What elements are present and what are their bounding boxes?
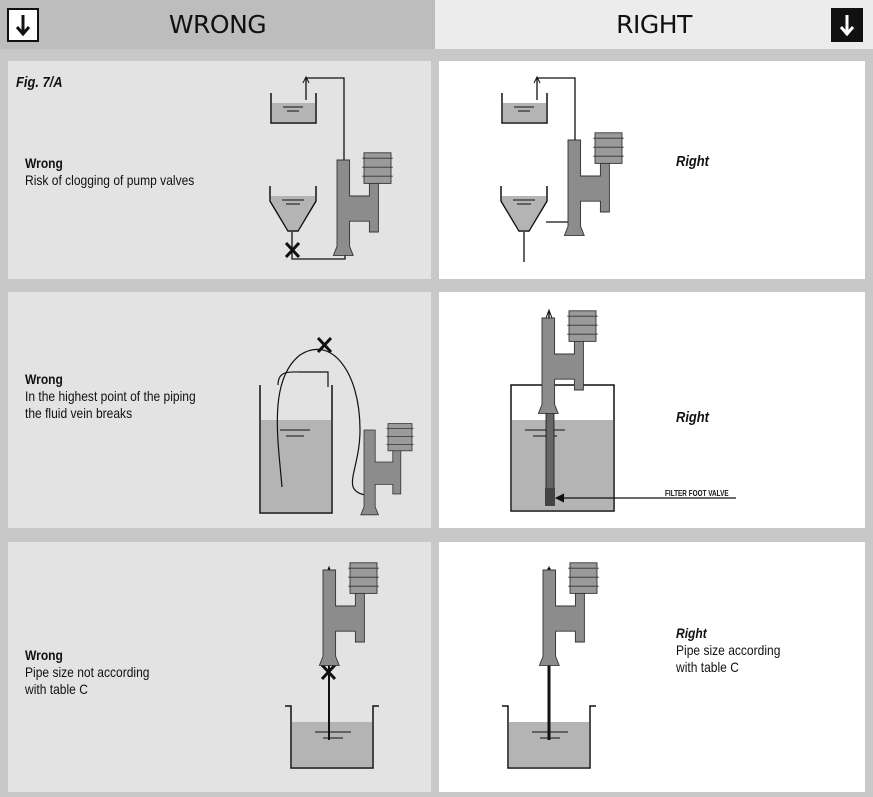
right-caption-3: Right Pipe size according with table C [676,625,780,676]
wrong-column-header: WRONG [0,0,435,49]
wrong-caption-2: Wrong In the highest point of the piping… [25,371,196,422]
caption-heading: Wrong [25,371,63,387]
wrong-diagram-2 [259,336,415,516]
wrong-diagram-3 [285,562,380,769]
wrong-panel-2 [8,292,431,528]
wrong-diagram-1 [269,75,394,260]
caption-heading: Wrong [25,155,63,171]
right-caption-2: Right [676,409,709,426]
caption-heading: Wrong [25,647,63,663]
right-panel-1 [439,61,865,279]
figure-label: Fig. 7/A [16,74,63,91]
right-diagram-3 [502,562,600,769]
caption-line: Pipe size according [676,642,781,658]
wrong-panel-1 [8,61,431,279]
right-diagram-2 [510,308,736,512]
down-arrow-icon [7,8,39,42]
caption-line: In the highest point of the piping [25,388,196,404]
caption-line: with table C [676,659,739,675]
caption-line: Pipe size not according [25,664,150,680]
caption-heading: Right [676,625,707,641]
caption-line: the fluid vein breaks [25,405,133,421]
filter-foot-valve-label: FILTER FOOT VALVE [665,489,729,498]
wrong-caption-1: Wrong Risk of clogging of pump valves [25,155,194,189]
right-panel-2 [439,292,865,528]
caption-line: with table C [25,681,88,697]
wrong-caption-3: Wrong Pipe size not according with table… [25,647,149,698]
down-arrow-icon [831,8,863,42]
right-column-header: RIGHT [435,0,873,49]
right-caption-1: Right [676,153,709,170]
caption-line: Risk of clogging of pump valves [25,172,195,188]
wrong-column-title: WRONG [168,10,267,39]
right-diagram-1 [500,75,625,262]
right-column-title: RIGHT [616,10,692,39]
